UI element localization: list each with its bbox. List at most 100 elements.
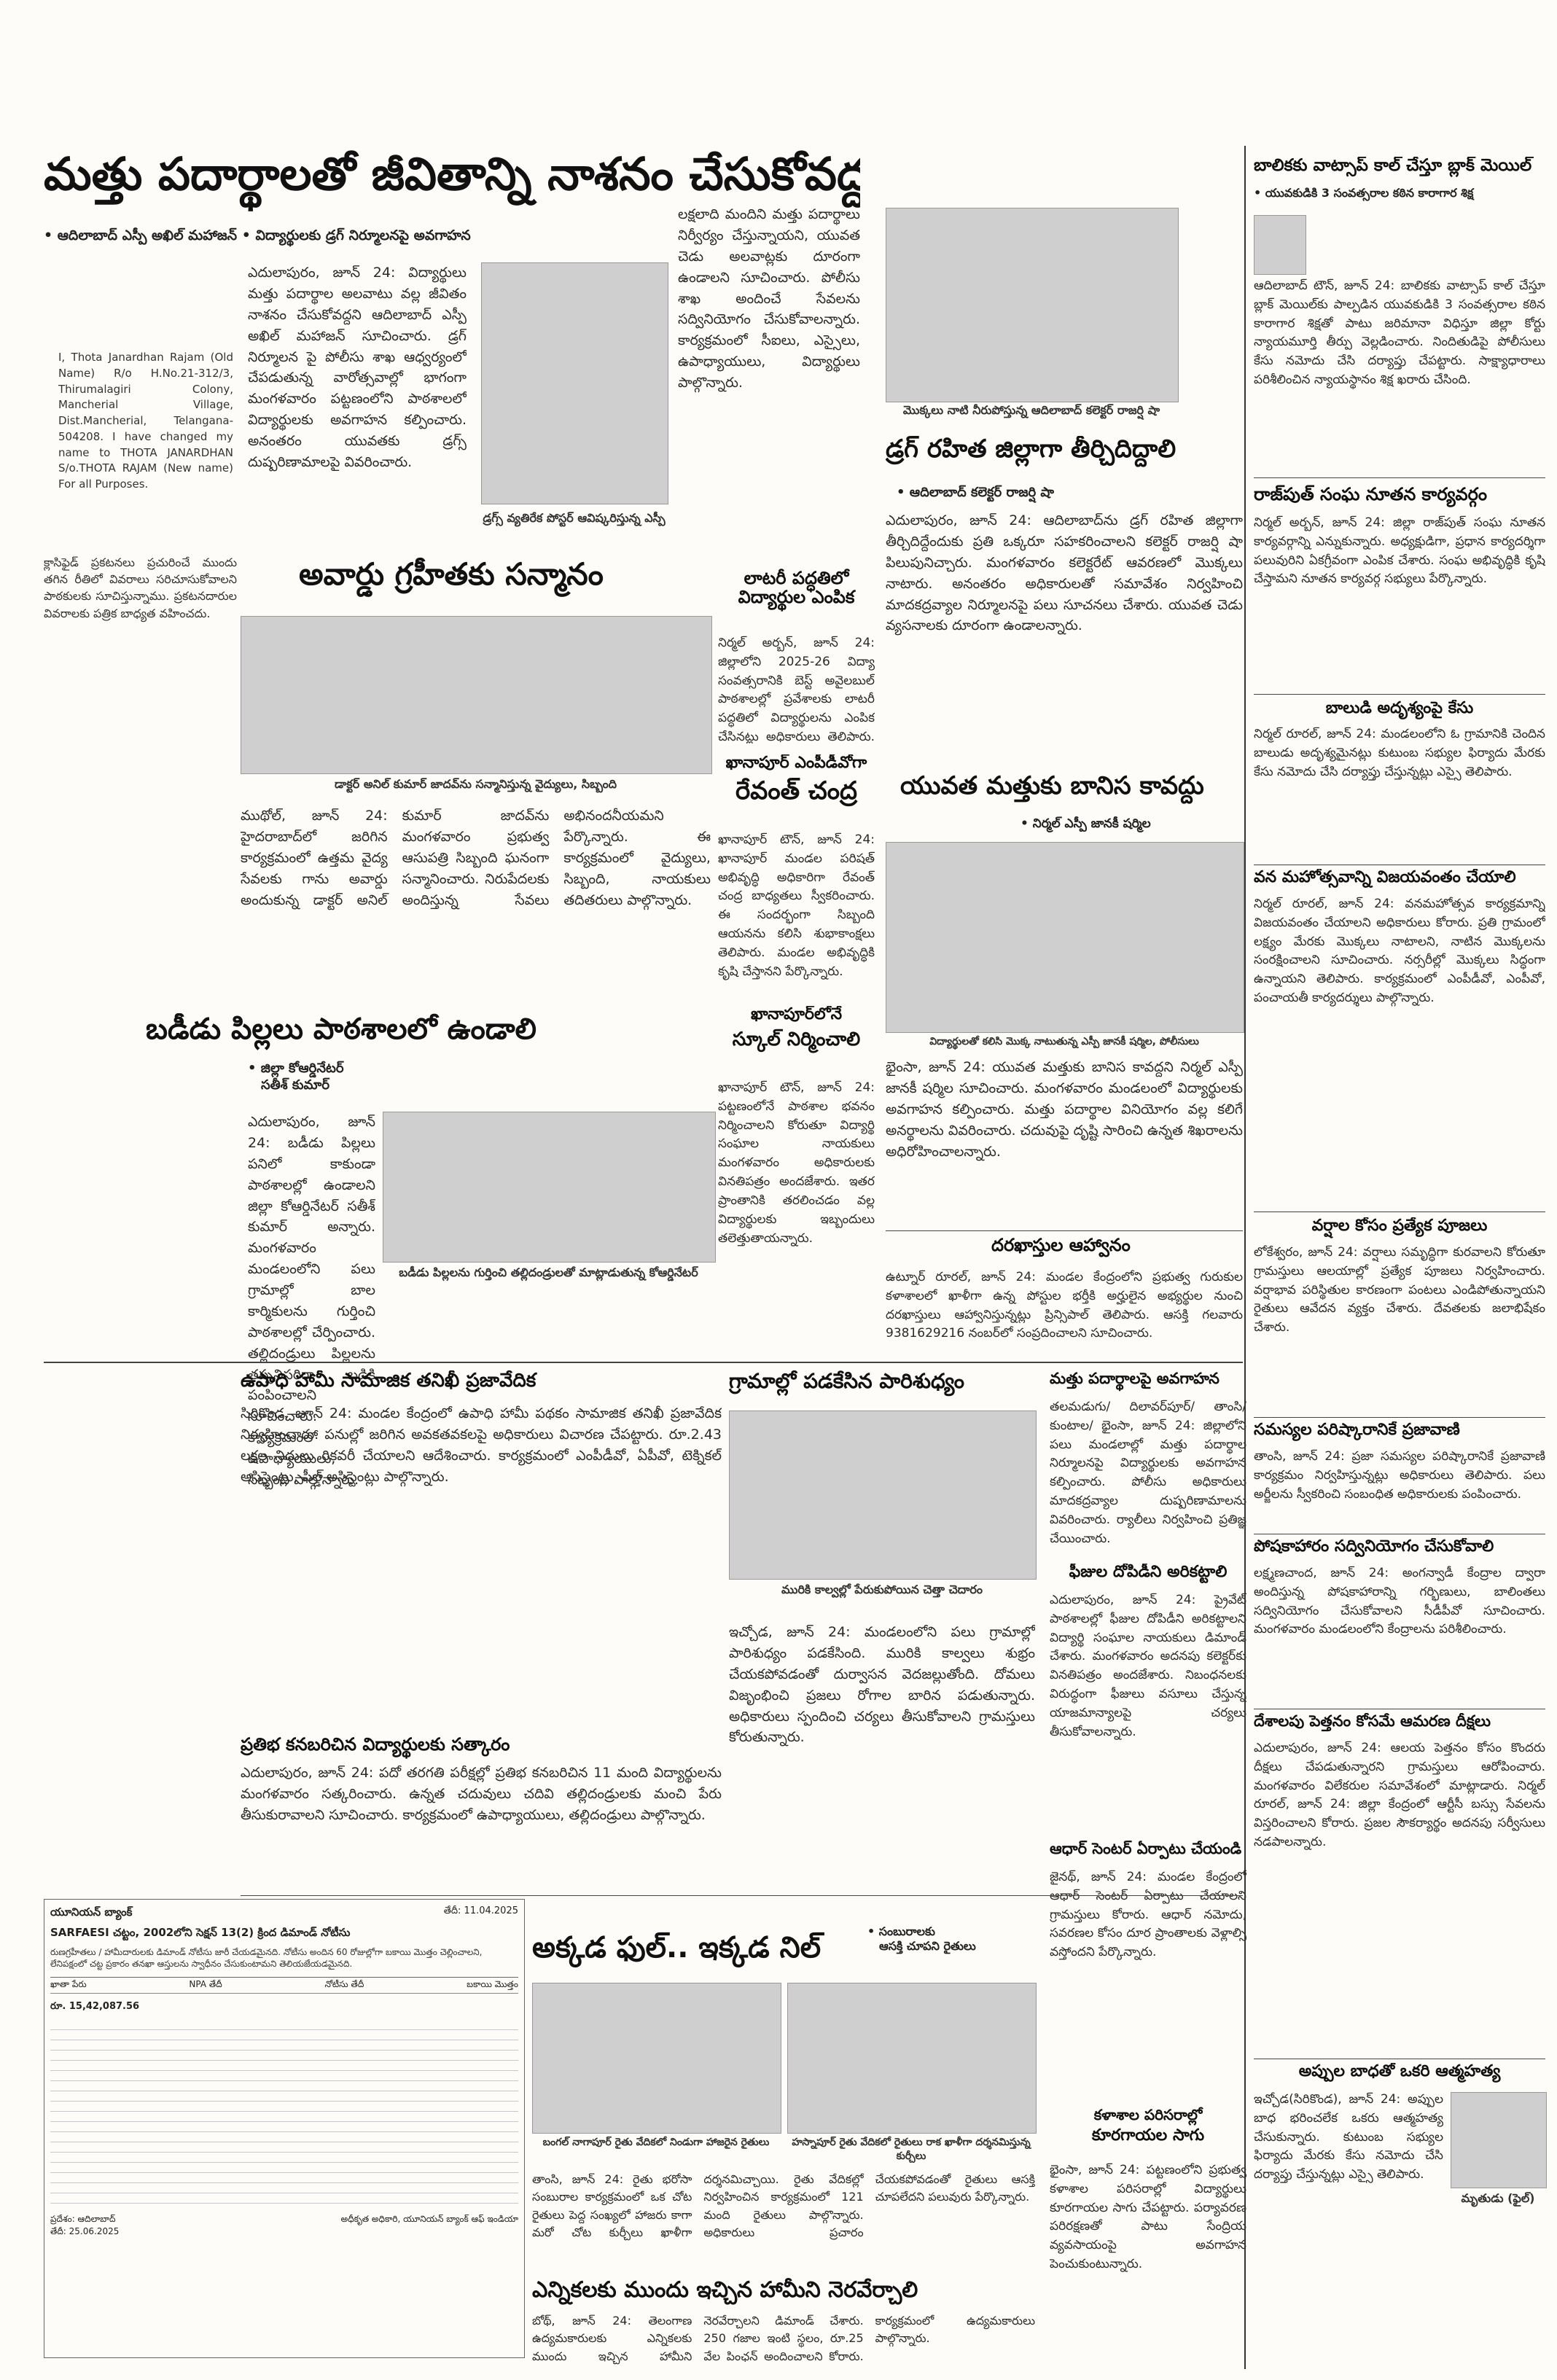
legal-date: తేదీ: 11.04.2025 [443, 1905, 518, 1916]
whatsapp-headline-box: బాలికకు వాట్సాప్ కాల్ చేస్తూ బ్లాక్ మెయి… [1254, 157, 1545, 182]
rule-right-5 [1254, 1417, 1545, 1418]
problems-body: తాంసి, జూన్ 24: ప్రజా సమస్యల పరిష్కారాని… [1254, 1449, 1545, 1502]
classified-notice: క్లాసిఫైడ్ ప్రకటనలు ప్రచురించే ముందు తగి… [44, 554, 237, 729]
legal-bank: యూనియన్ బ్యాంక్ [50, 1905, 133, 1919]
rule-right-1 [1254, 477, 1545, 478]
applications-headline: దరఖాస్తుల ఆహ్వానం [991, 1236, 1131, 1255]
crop-caption-1: బంగల్ నాగాపూర్ రైతు వేదికలో నిండుగా హాజర… [542, 2137, 770, 2148]
temple-headline: దేశాలపు పెత్తనం కోసమే ఆమరణ దీక్షలు [1254, 1713, 1491, 1730]
nutrition-headline-box: పోషకాహారం సద్వినియోగం చేసుకోవాలి [1254, 1538, 1545, 1561]
adhar-headline: ఆధార్ సెంటర్ ఏర్పాటు చేయండి [1050, 1841, 1242, 1857]
legal-col-3: నోటీసు తేదీ [324, 1979, 364, 1990]
legal-signature: అధీకృత అధికారి, యూనియన్ బ్యాంక్ ఆఫ్ ఇండి… [340, 2214, 518, 2225]
fees-body: ఎదులాపురం, జూన్ 24: ప్రైవేట్ పాఠశాలల్లో … [1050, 1593, 1246, 1739]
legal-amount: రూ. 15,42,087.56 [50, 2001, 140, 2013]
main-byline-text: ఆదిలాబాద్ ఎస్పీ అఖిల్ మహాజన్ • విద్యార్థ… [44, 227, 471, 243]
nutrition-headline: పోషకాహారం సద్వినియోగం చేసుకోవాలి [1254, 1538, 1494, 1556]
drug-free-headline-box: డ్రగ్ రహిత జిల్లాగా తీర్చిదిద్దాలి [886, 436, 1243, 476]
legal-fine-print [50, 2020, 518, 2210]
crop-photo-1 [532, 1983, 781, 2134]
school-building-headline-1: ఖానాపూర్‌లోనే [750, 1006, 843, 1023]
legal-col-2: NPA తేదీ [189, 1979, 222, 1990]
missing-boy-body: నిర్మల్ రూరల్, జూన్ 24: మండలంలోని ఓ గ్రా… [1254, 727, 1545, 779]
rajput-headline: రాజ్‌పుత్ సంఘ నూతన కార్యవర్గం [1254, 485, 1488, 504]
award-photo [241, 616, 712, 774]
fees-headline: ఫీజుల దోపిడీని అరికట్టాలి [1069, 1564, 1228, 1581]
drug-free-body: ఎదులాపురం, జూన్ 24: ఆదిలాబాద్‌ను డ్రగ్ ర… [886, 512, 1243, 634]
farming-headline-2: కూరగాయల సాగు [1091, 2126, 1205, 2145]
award-headline: అవార్డు గ్రహీతకు సన్మానం [299, 558, 604, 592]
problems-headline: సమస్యల పరిష్కారానికే ప్రజావాణి [1254, 1421, 1460, 1439]
section-rule [44, 1362, 1243, 1363]
main-photo-caption: డ్రగ్స్ వ్యతిరేక పోస్టర్ ఆవిష్కరిస్తున్న… [483, 511, 666, 525]
sanitation-body: ఇచ్చోడ, జూన్ 24: మండలంలోని పలు గ్రామాల్ల… [729, 1624, 1035, 1746]
felicitation-headline-box: ప్రతిభ కనబరిచిన విద్యార్థులకు సత్కారం [241, 1735, 722, 1760]
temple-body: ఎదులాపురం, జూన్ 24: ఆలయ పెత్తనం కోసం కొం… [1254, 1741, 1545, 1850]
applications-headline-box: దరఖాస్తుల ఆహ్వానం [991, 1236, 1210, 1265]
rain-pooja-body: లోకేశ్వరం, జూన్ 24: వర్షాలు సమృద్ధిగా కు… [1254, 1245, 1545, 1335]
main-body-2: లక్షలాది మందిని మత్తు పదార్థాలు నిర్వీర్… [678, 206, 860, 391]
suicide-photo [1451, 2092, 1547, 2188]
rain-pooja-headline: వర్షాల కోసం ప్రత్యేక పూజలు [1311, 1217, 1488, 1235]
legal-title: SARFAESI చట్టం, 2002లోని సెక్షన్ 13(2) క… [50, 1926, 351, 1939]
promises-body: బోథ్, జూన్ 24: తెలంగాణ ఉద్యమకారులకు ఎన్న… [532, 2314, 1035, 2363]
sanitation-caption: మురికి కాల్వల్లో పేరుకుపోయిన చెత్తా చెదా… [781, 1583, 983, 1596]
upadhi-body: సిరికొండ, జూన్ 24: మండల కేంద్రంలో ఉపాధి … [241, 1405, 722, 1485]
whatsapp-sub: యువకుడికి 3 సంవత్సరాల కఠిన కారాగార శిక్ష [1254, 186, 1545, 205]
rule-right-2 [1254, 694, 1545, 695]
crop-photo-2 [787, 1983, 1037, 2134]
crop-byline-1: సంబురాలకు [867, 1924, 1035, 1939]
youth-caption: విద్యార్థులతో కలిసి మొక్క నాటుతున్న ఎస్ప… [929, 1036, 1199, 1047]
sanitation-headline-box: గ్రామాల్లో పడకేసిన పారిశుధ్యం [729, 1370, 1035, 1401]
legal-footer-date: తేదీ: 25.06.2025 [50, 2226, 120, 2237]
lottery-headline: లాటరీ పద్ధతిలో విద్యార్థుల ఎంపిక [738, 569, 855, 608]
rajput-headline-box: రాజ్‌పుత్ సంఘ నూతన కార్యవర్గం [1254, 485, 1545, 511]
drug-free-caption: మొక్కలు నాటి నీరుపోస్తున్న ఆదిలాబాద్ కలె… [902, 403, 1160, 417]
applications-body: ఉట్నూర్ రూరల్, జూన్ 24: మండల కేంద్రంలోని… [886, 1270, 1243, 1341]
main-headline: మత్తు పదార్థాలతో జీవితాన్ని నాశనం చేసుకో… [44, 149, 860, 200]
crop-byline-2: ఆసక్తి చూపని రైతులు [879, 1939, 976, 1953]
farming-body: భైంసా, జూన్ 24: పట్టణంలోని ప్రభుత్వ కళాశ… [1050, 2163, 1246, 2272]
rain-pooja-headline-box: వర్షాల కోసం ప్రత్యేక పూజలు [1254, 1217, 1545, 1241]
missing-boy-headline-box: బాలుడి అదృశ్యంపై కేసు [1254, 700, 1545, 723]
felicitation-body: ఎదులాపురం, జూన్ 24: పదో తరగతి పరీక్షల్లో… [241, 1765, 722, 1823]
whatsapp-body: ఆదిలాబాద్ టౌన్, జూన్ 24: బాలికకు వాట్సాప… [1254, 278, 1545, 388]
suicide-caption: మృతుడు (ఫైల్) [1461, 2191, 1535, 2205]
school-headline-box: బడీడు పిల్లలు పాఠశాలలో ఉండాలి [146, 1013, 714, 1057]
awareness-headline-box: మత్తు పదార్థాలపై అవగాహన [1050, 1370, 1246, 1395]
school-headline: బడీడు పిల్లలు పాఠశాలలో ఉండాలి [146, 1013, 536, 1046]
youth-byline-text: నిర్మల్ ఎస్పీ జానకీ షర్మిల [1021, 816, 1151, 831]
felicitation-headline: ప్రతిభ కనబరిచిన విద్యార్థులకు సత్కారం [241, 1735, 510, 1755]
vanamahotsav-headline-box: వన మహోత్సవాన్ని విజయవంతం చేయాలి [1254, 869, 1545, 892]
suicide-headline-box: అప్పుల బాధతో ఒకరి ఆత్మహత్య [1254, 2063, 1545, 2086]
missing-boy-headline: బాలుడి అదృశ్యంపై కేసు [1325, 700, 1474, 717]
award-body: ముథోల్, జూన్ 24: హైదరాబాద్‌లో జరిగిన కార… [241, 808, 711, 908]
main-body-1: ఎదులాపురం, జూన్ 24: విద్యార్థులు మత్తు ప… [248, 265, 467, 470]
column-rule-right [1244, 146, 1246, 2369]
main-photo [481, 262, 668, 504]
crop-headline: అక్కడ ఫుల్.. ఇక్కడ నిల్ [532, 1932, 822, 1965]
name-change-notice: I, Thota Janardhan Rajam (Old Name) R/o … [58, 350, 233, 518]
farming-headline-box: కళాశాల పరిసరాల్లో కూరగాయల సాగు [1050, 2107, 1246, 2158]
adhar-headline-box: ఆధార్ సెంటర్ ఏర్పాటు చేయండి [1050, 1841, 1246, 1865]
legal-col-4: బకాయి మొత్తం [467, 1979, 518, 1990]
awareness-headline: మత్తు పదార్థాలపై అవగాహన [1050, 1370, 1220, 1387]
promises-headline-box: ఎన్నికలకు ముందు ఇచ్చిన హామీని నెరవేర్చాల… [532, 2278, 1035, 2310]
mpdo-headline-1: ఖానాపూర్ ఎంపీడీవోగా [725, 754, 867, 772]
school-building-body: ఖానాపూర్ టౌన్, జూన్ 24: పట్టణంలోనే పాఠశా… [718, 1080, 875, 1246]
farming-headline-1: కళాశాల పరిసరాల్లో [1093, 2107, 1203, 2123]
rule-bottom [241, 1895, 1243, 1896]
whatsapp-photo [1254, 215, 1306, 275]
vanamahotsav-headline: వన మహోత్సవాన్ని విజయవంతం చేయాలి [1254, 869, 1516, 886]
crop-caption-2: హస్నాపూర్ రైతు వేదికలో రైతులు రాక ఖాళీగా… [792, 2137, 1031, 2162]
promises-headline: ఎన్నికలకు ముందు ఇచ్చిన హామీని నెరవేర్చాల… [532, 2278, 918, 2303]
nutrition-body: లక్ష్మణచాంద, జూన్ 24: అంగన్వాడీ కేంద్రాల… [1254, 1566, 1545, 1637]
classified-notice-text: క్లాసిఫైడ్ ప్రకటనలు ప్రచురించే ముందు తగి… [44, 555, 237, 620]
school-byline: జిల్లా కోఆర్డినేటర్ సతీశ్ కుమార్ [248, 1061, 467, 1104]
sanitation-headline: గ్రామాల్లో పడకేసిన పారిశుధ్యం [729, 1370, 964, 1393]
lottery-body: నిర్మల్ అర్బన్, జూన్ 24: జిల్లాలోని 2025… [718, 636, 875, 744]
crop-body: తాంసి, జూన్ 24: రైతు భరోసా సంబురాల కార్య… [532, 2172, 1035, 2239]
problems-headline-box: సమస్యల పరిష్కారానికే ప్రజావాణి [1254, 1421, 1545, 1445]
awareness-body: తలమడుగు/ దిలావర్‌పూర్/ తాంసి/ కుంటాల/ భై… [1050, 1400, 1246, 1546]
youth-headline-box: యువత మత్తుకు బానిస కావద్దు [900, 773, 1243, 813]
